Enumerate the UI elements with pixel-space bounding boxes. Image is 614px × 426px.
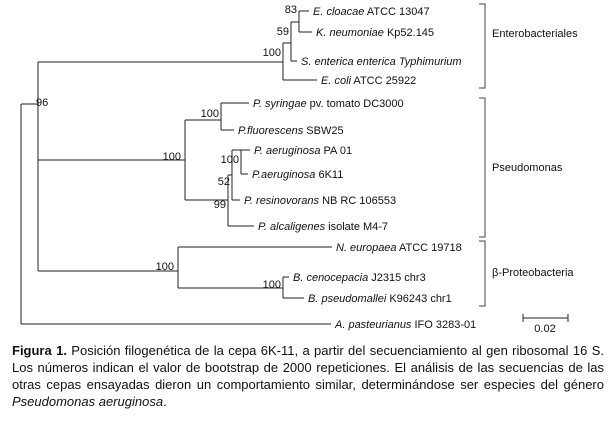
taxon-label: K. neumoniae Kp52.145 (316, 27, 434, 39)
taxon-label: P.aeruginosa 6K11 (252, 169, 343, 181)
bootstrap-value: 100 (263, 47, 281, 59)
scale-label: 0.02 (534, 323, 555, 335)
group-bracket-enterobacteriales (479, 3, 486, 89)
taxon-label: P.fluorescens SBW25 (238, 125, 344, 137)
caption-species: Pseudomonas aeruginosa (12, 394, 164, 409)
taxon-label: A. pasteurianus IFO 3283-01 (334, 319, 476, 331)
bootstrap-value: 99 (214, 199, 226, 211)
taxon-label: S. enterica enterica Typhimurium (301, 56, 462, 68)
scale-bar: 0.02 (522, 314, 569, 335)
caption-text: Posición filogenética de la cepa 6K-11, … (12, 343, 604, 392)
bootstrap-value: 100 (156, 261, 174, 273)
group-bracket-beta-proteobacteria (479, 240, 486, 307)
phylogenetic-tree: E. cloacae ATCC 13047 K. neumoniae Kp52.… (20, 3, 578, 335)
group-bracket-pseudomonas (479, 97, 486, 238)
taxon-label: B. pseudomallei K96243 chr1 (308, 293, 452, 305)
bootstrap-value: 100 (263, 279, 281, 291)
taxon-label: P. alcaligenes isolate M4-7 (258, 221, 388, 233)
bootstrap-value: 59 (277, 26, 289, 38)
taxon-label: B. cenocepacia J2315 chr3 (293, 272, 426, 284)
taxon-label: P. resinovorans NB RC 106553 (244, 195, 396, 207)
figure-label: Figura 1. (12, 343, 67, 358)
taxon-label: P. syringae pv. tomato DC3000 (253, 98, 404, 110)
bootstrap-value: 83 (285, 4, 297, 16)
taxon-label: P. aeruginosa PA 01 (254, 145, 352, 157)
caption-text-end: . (163, 394, 167, 409)
group-label: Pseudomonas (492, 162, 563, 174)
bootstrap-value: 100 (221, 154, 239, 166)
group-label: β-Proteobacteria (492, 267, 574, 279)
figure-caption: Figura 1. Posición filogenética de la ce… (12, 342, 604, 410)
taxon-label: E. cloacae ATCC 13047 (313, 6, 430, 18)
bootstrap-value: 100 (201, 108, 219, 120)
bootstrap-value: 96 (36, 97, 48, 109)
bootstrap-value: 100 (163, 151, 181, 163)
bootstrap-value: 52 (218, 176, 230, 188)
group-label: Enterobacteriales (492, 28, 578, 40)
taxon-label: N. europaea ATCC 19718 (336, 242, 462, 254)
taxon-label: E. coli ATCC 25922 (321, 75, 416, 87)
